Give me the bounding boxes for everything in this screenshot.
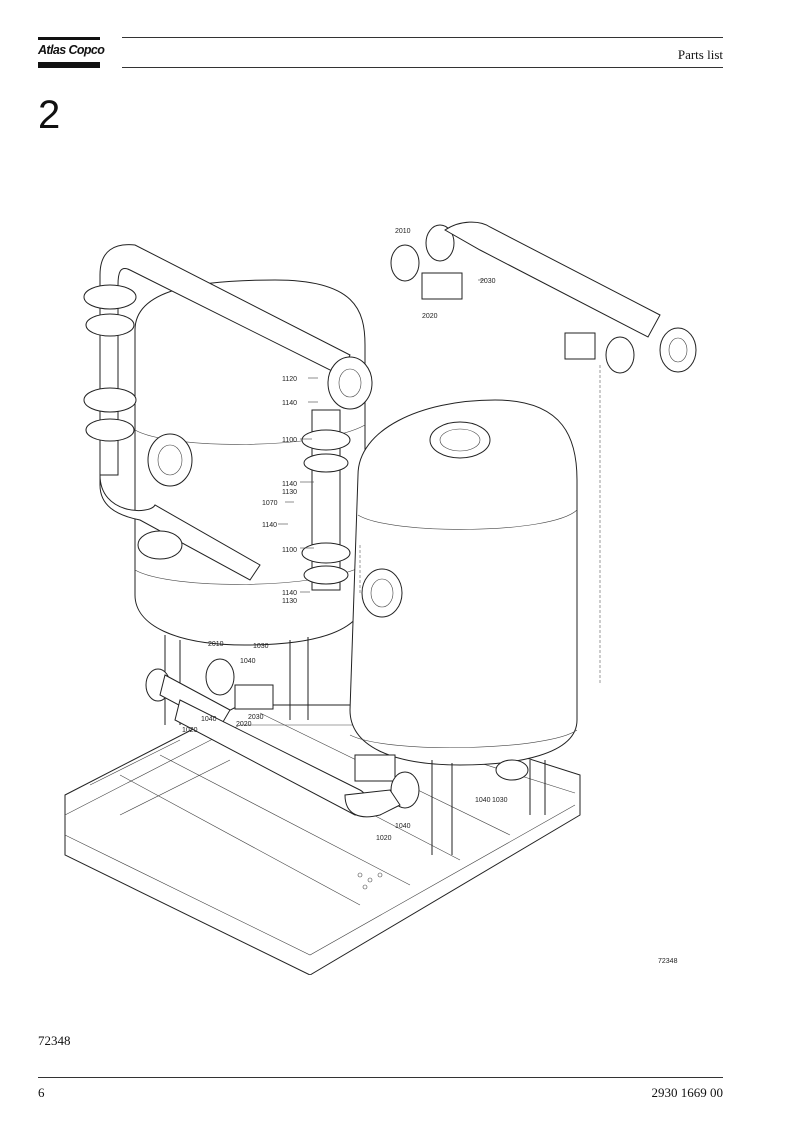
header-rule-bottom — [122, 67, 723, 68]
callout-1100-a: 1100 — [282, 437, 297, 444]
lower-right-valve-assembly — [344, 754, 529, 818]
section-number: 2 — [38, 93, 61, 137]
callout-leaders — [278, 279, 485, 593]
callout-2020-lower: 2020 — [236, 721, 252, 728]
page-title: Parts list — [677, 47, 723, 62]
header-rule-top — [122, 37, 723, 38]
callout-1140-c: 1140 — [262, 522, 277, 529]
callout-2010-upper: 2010 — [395, 228, 411, 235]
callout-1040-lower-left-b: 1040 — [201, 716, 217, 723]
footer-rule — [38, 1077, 723, 1078]
callout-1130-a: 1130 — [282, 489, 297, 496]
callout-2030-upper: 2030 — [480, 278, 496, 285]
figure-reference: 72348 — [38, 1033, 71, 1048]
callout-1040-lower-left-a: 1040 — [240, 658, 256, 665]
callout-1020-lower-right: 1020 — [376, 835, 392, 842]
callout-1070: 1070 — [262, 500, 278, 507]
exploded-parts-drawing: 2010 2030 2020 1120 1140 1100 1140 1130 … — [60, 215, 740, 975]
right-vessel — [349, 399, 578, 855]
document-number: 2930 1669 00 — [651, 1085, 724, 1100]
callout-2020-upper: 2020 — [422, 313, 438, 320]
callout-1140-b: 1140 — [282, 481, 297, 488]
callout-labels: 2010 2030 2020 1120 1140 1100 1140 1130 … — [182, 228, 678, 965]
callout-1040-lower-right-a: 1040 — [475, 797, 491, 804]
atlas-copco-logo: Atlas Copco — [38, 37, 105, 68]
callout-1030-lower-right: 1030 — [492, 797, 508, 804]
callout-2010-lower: 2010 — [208, 641, 224, 648]
callout-1140-d: 1140 — [282, 590, 297, 597]
lower-left-valve-assembly — [145, 658, 368, 816]
callout-1020-lower-left: 1020 — [182, 727, 198, 734]
callout-2030-lower: 2030 — [248, 714, 264, 721]
callout-1030-lower-left: 1030 — [253, 643, 269, 650]
callout-1130-b: 1130 — [282, 598, 297, 605]
callout-1100-b: 1100 — [282, 547, 297, 554]
logo-wordmark: Atlas Copco — [38, 43, 105, 57]
drawing-figure-id: 72348 — [658, 958, 678, 965]
callout-1040-lower-right-b: 1040 — [395, 823, 411, 830]
drawing-svg: 2010 2030 2020 1120 1140 1100 1140 1130 … — [64, 221, 697, 975]
callout-1140-a: 1140 — [282, 400, 297, 407]
upper-right-pipework — [359, 221, 697, 685]
page-number: 6 — [38, 1085, 45, 1100]
callout-1120: 1120 — [282, 376, 297, 383]
left-top-pipework — [83, 244, 373, 581]
